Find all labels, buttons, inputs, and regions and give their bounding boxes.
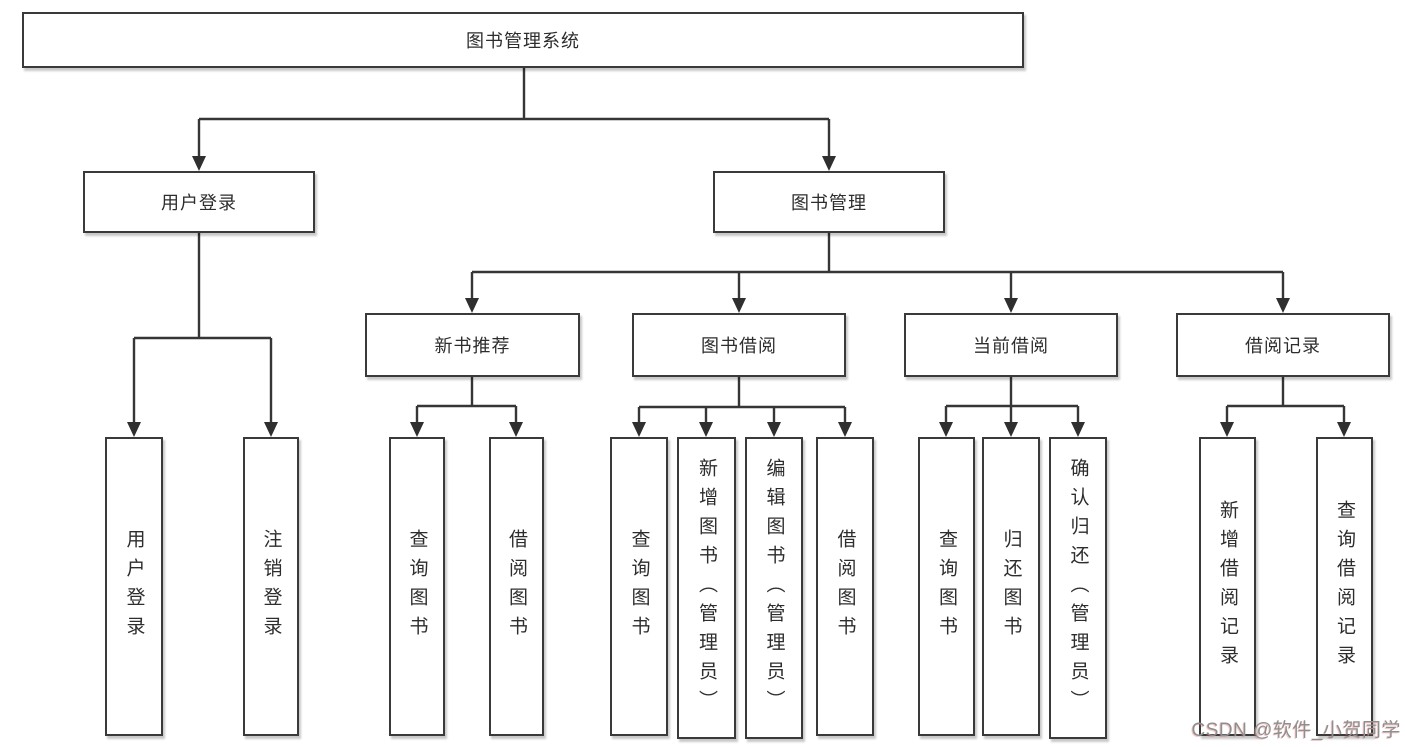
node-label: 确认归还（管理员） [1067, 457, 1089, 719]
connector-current-borrow-children [944, 377, 1080, 424]
leaf-add-books-admin: 新增图书（管理员） [677, 437, 736, 739]
connector-user-login-children [132, 233, 273, 424]
leaf-user-login: 用户登录 [105, 437, 163, 736]
node-label: 查询图书 [406, 528, 428, 645]
node-label: 新书推荐 [434, 336, 511, 356]
leaf-query-books-2: 查询图书 [610, 437, 668, 736]
node-label: 图书管理系统 [466, 31, 580, 51]
node-current-borrowing: 当前借阅 [904, 313, 1118, 377]
leaf-query-books-1: 查询图书 [389, 437, 445, 736]
node-label: 图书借阅 [701, 336, 777, 356]
node-library-management-system: 图书管理系统 [22, 12, 1024, 68]
node-label: 新增借阅记录 [1217, 499, 1238, 674]
leaf-add-borrow-record: 新增借阅记录 [1199, 437, 1256, 736]
node-label: 图书管理 [791, 193, 867, 213]
connector-root-to-level2 [197, 68, 831, 158]
node-borrow-records: 借阅记录 [1176, 313, 1390, 377]
leaf-logout: 注销登录 [243, 437, 299, 736]
node-user-login: 用户登录 [83, 171, 315, 233]
leaf-borrow-books-1: 借阅图书 [489, 437, 544, 736]
node-label: 当前借阅 [973, 336, 1049, 356]
node-label: 查询图书 [628, 528, 650, 645]
csdn-watermark: CSDN @软件_小贺同学 [1191, 720, 1401, 741]
node-label: 归还图书 [1000, 528, 1022, 645]
connector-book-borrow-children [637, 377, 847, 424]
node-label: 编辑图书（管理员） [763, 457, 785, 719]
node-label: 借阅图书 [834, 528, 856, 645]
node-label: 查询图书 [936, 528, 957, 645]
node-book-borrowing: 图书借阅 [632, 313, 846, 377]
leaf-edit-books-admin: 编辑图书（管理员） [745, 437, 803, 739]
node-label: 借阅图书 [506, 528, 527, 645]
node-book-management: 图书管理 [713, 171, 945, 233]
connector-borrow-records-children [1225, 377, 1346, 424]
leaf-query-books-3: 查询图书 [918, 437, 975, 736]
connector-new-book-rec-children [415, 377, 518, 424]
node-label: 注销登录 [260, 528, 282, 645]
node-label: 用户登录 [123, 528, 145, 645]
leaf-return-books: 归还图书 [982, 437, 1040, 736]
node-label: 借阅记录 [1245, 336, 1321, 356]
leaf-borrow-books-2: 借阅图书 [816, 437, 874, 736]
connector-book-mgmt-children [470, 233, 1285, 300]
node-new-book-recommend: 新书推荐 [365, 313, 580, 377]
leaf-query-borrow-record: 查询借阅记录 [1316, 437, 1373, 736]
node-label: 用户登录 [161, 193, 237, 213]
node-label: 新增图书（管理员） [696, 457, 717, 719]
leaf-confirm-return-admin: 确认归还（管理员） [1049, 437, 1107, 739]
node-label: 查询借阅记录 [1334, 499, 1355, 674]
